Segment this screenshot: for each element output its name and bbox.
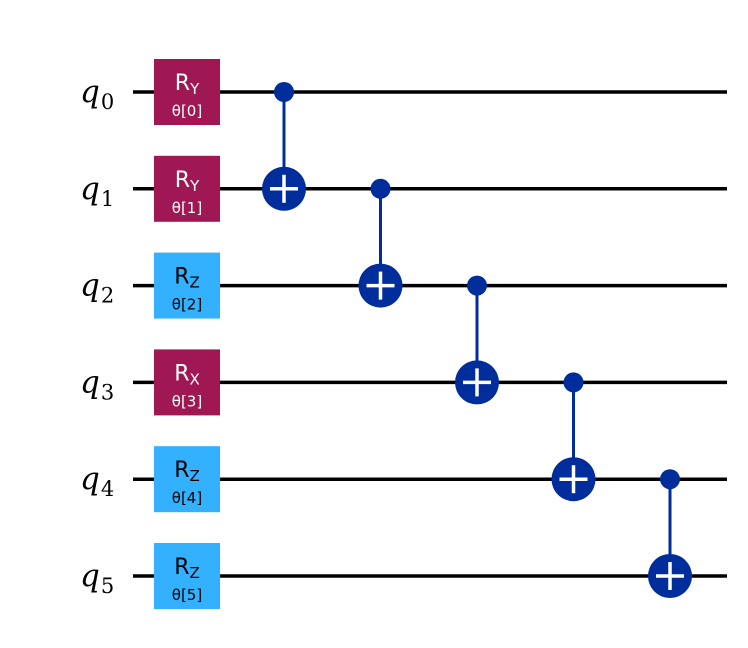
qubit-label-index: 2 — [101, 284, 114, 308]
cnot-gate-3 — [551, 372, 596, 502]
rotation-gate-param: θ[0] — [172, 102, 202, 120]
rotation-gate-name: RY — [175, 71, 200, 98]
rotation-gate-axis: Z — [190, 564, 200, 582]
rotation-gate-0: RYθ[0] — [154, 59, 220, 125]
rotation-gate-box — [154, 446, 220, 513]
cnot-control-dot — [660, 469, 680, 490]
rotation-gate-axis: Z — [190, 274, 200, 292]
rotation-gate-name: RZ — [174, 458, 200, 485]
qubit-label-3: q3 — [80, 364, 114, 404]
cnot-gate-1 — [358, 178, 403, 308]
qubit-label-index: 4 — [101, 477, 114, 501]
cnot-gate-2 — [455, 275, 499, 405]
cnot-control-dot — [563, 372, 584, 393]
rotation-gate-box — [154, 349, 220, 416]
qubit-label-name: q — [80, 268, 100, 304]
cnot-control-dot — [467, 275, 487, 296]
qubit-wires — [133, 90, 727, 578]
rotation-gate-1: RYθ[1] — [154, 155, 220, 222]
qubit-label-name: q — [80, 461, 100, 497]
qubit-label-5: q5 — [80, 558, 114, 598]
rotation-gate-param: θ[4] — [172, 489, 202, 507]
rotation-gate-base: R — [175, 71, 190, 96]
rotation-gate-name: RZ — [174, 555, 200, 582]
qubit-label-name: q — [80, 364, 100, 400]
cnot-control-dot — [370, 178, 391, 199]
rotation-gate-axis: Y — [189, 80, 200, 98]
qubit-label-4: q4 — [80, 461, 114, 501]
rotation-gate-4: RZθ[4] — [154, 446, 220, 513]
rotation-gate-name: RY — [175, 168, 200, 195]
rotation-gate-box — [154, 543, 220, 609]
cnot-control-dot — [274, 82, 294, 102]
qubit-label-0: q0 — [80, 74, 114, 114]
cnot-gate-4 — [648, 469, 692, 598]
rotation-gate-box — [154, 59, 220, 125]
rotation-gate-axis: Z — [190, 467, 200, 485]
rotation-gate-param: θ[1] — [172, 199, 202, 217]
qubit-label-index: 5 — [101, 574, 114, 598]
rotation-gate-param: θ[5] — [172, 586, 202, 604]
rotation-gate-5: RZθ[5] — [154, 543, 220, 609]
qubit-label-index: 1 — [101, 187, 114, 211]
qubit-label-name: q — [80, 74, 100, 110]
cnot-gates — [262, 82, 692, 598]
rotation-gate-base: R — [175, 168, 190, 193]
rotation-gate-2: RZθ[2] — [154, 252, 220, 319]
qubit-label-name: q — [80, 558, 100, 594]
rotation-gate-param: θ[2] — [172, 296, 202, 314]
rotation-gate-3: RXθ[3] — [154, 349, 220, 416]
qubit-label-1: q1 — [80, 171, 114, 211]
qubit-label-2: q2 — [80, 268, 114, 308]
rotation-gate-base: R — [174, 265, 189, 290]
rotation-gates: RYθ[0]RYθ[1]RZθ[2]RXθ[3]RZθ[4]RZθ[5] — [154, 59, 220, 609]
rotation-gate-axis: X — [190, 370, 200, 388]
rotation-gate-base: R — [174, 361, 189, 386]
rotation-gate-base: R — [174, 458, 189, 483]
qubit-label-index: 0 — [101, 90, 114, 114]
rotation-gate-param: θ[3] — [172, 392, 202, 410]
rotation-gate-box — [154, 252, 220, 319]
cnot-gate-0 — [262, 82, 306, 211]
rotation-gate-axis: Y — [189, 177, 200, 195]
qubit-label-name: q — [80, 171, 100, 207]
rotation-gate-box — [154, 155, 220, 222]
rotation-gate-name: RZ — [174, 265, 200, 292]
rotation-gate-name: RX — [174, 361, 200, 388]
qubit-label-index: 3 — [101, 380, 114, 404]
rotation-gate-base: R — [174, 555, 189, 580]
